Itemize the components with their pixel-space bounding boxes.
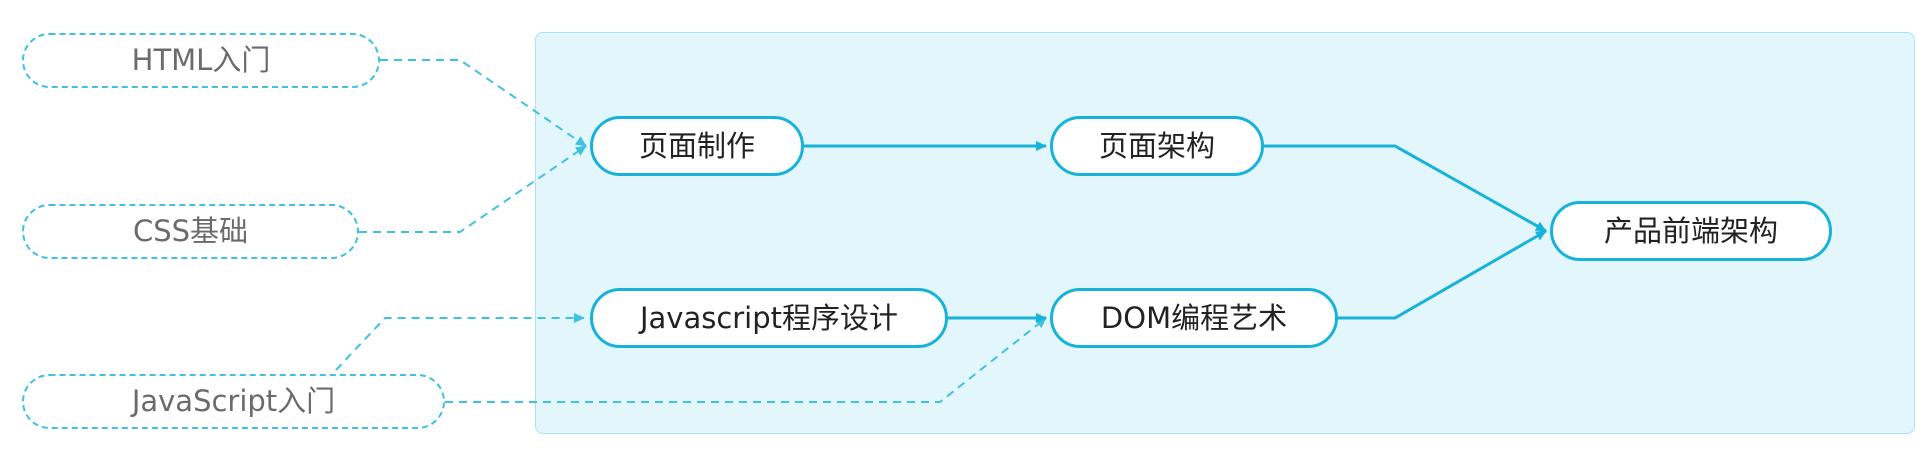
course-node-page-making: 页面制作 xyxy=(590,116,804,176)
prereq-node-html-intro: HTML入门 xyxy=(22,33,380,88)
edge-js-intro-to-dom-programming xyxy=(445,317,1047,403)
course-node-frontend-architecture: 产品前端架构 xyxy=(1550,201,1832,261)
edge-css-to-page-making xyxy=(359,145,587,233)
edge-html-to-page-making xyxy=(380,59,587,147)
course-label-dom-programming: DOM编程艺术 xyxy=(1100,300,1288,335)
prereq-node-js-intro: JavaScript入门 xyxy=(22,374,445,429)
edge-dom-programming-to-frontend-architecture xyxy=(1338,229,1547,320)
course-node-js-programming: Javascript程序设计 xyxy=(590,288,948,348)
prereq-label-css-basics: CSS基础 xyxy=(132,214,249,248)
course-label-frontend-architecture: 产品前端架构 xyxy=(1603,213,1778,248)
course-node-dom-programming: DOM编程艺术 xyxy=(1050,288,1338,348)
course-node-page-architecture: 页面架构 xyxy=(1050,116,1264,176)
course-label-js-programming: Javascript程序设计 xyxy=(639,300,899,335)
course-label-page-making: 页面制作 xyxy=(638,128,755,163)
prereq-node-css-basics: CSS基础 xyxy=(22,204,359,259)
edge-page-architecture-to-frontend-architecture xyxy=(1264,144,1547,233)
course-label-page-architecture: 页面架构 xyxy=(1098,128,1215,163)
edge-js-intro-to-js-programming xyxy=(335,313,585,371)
prereq-label-html-intro: HTML入门 xyxy=(131,43,271,77)
prereq-label-js-intro: JavaScript入门 xyxy=(131,384,336,418)
